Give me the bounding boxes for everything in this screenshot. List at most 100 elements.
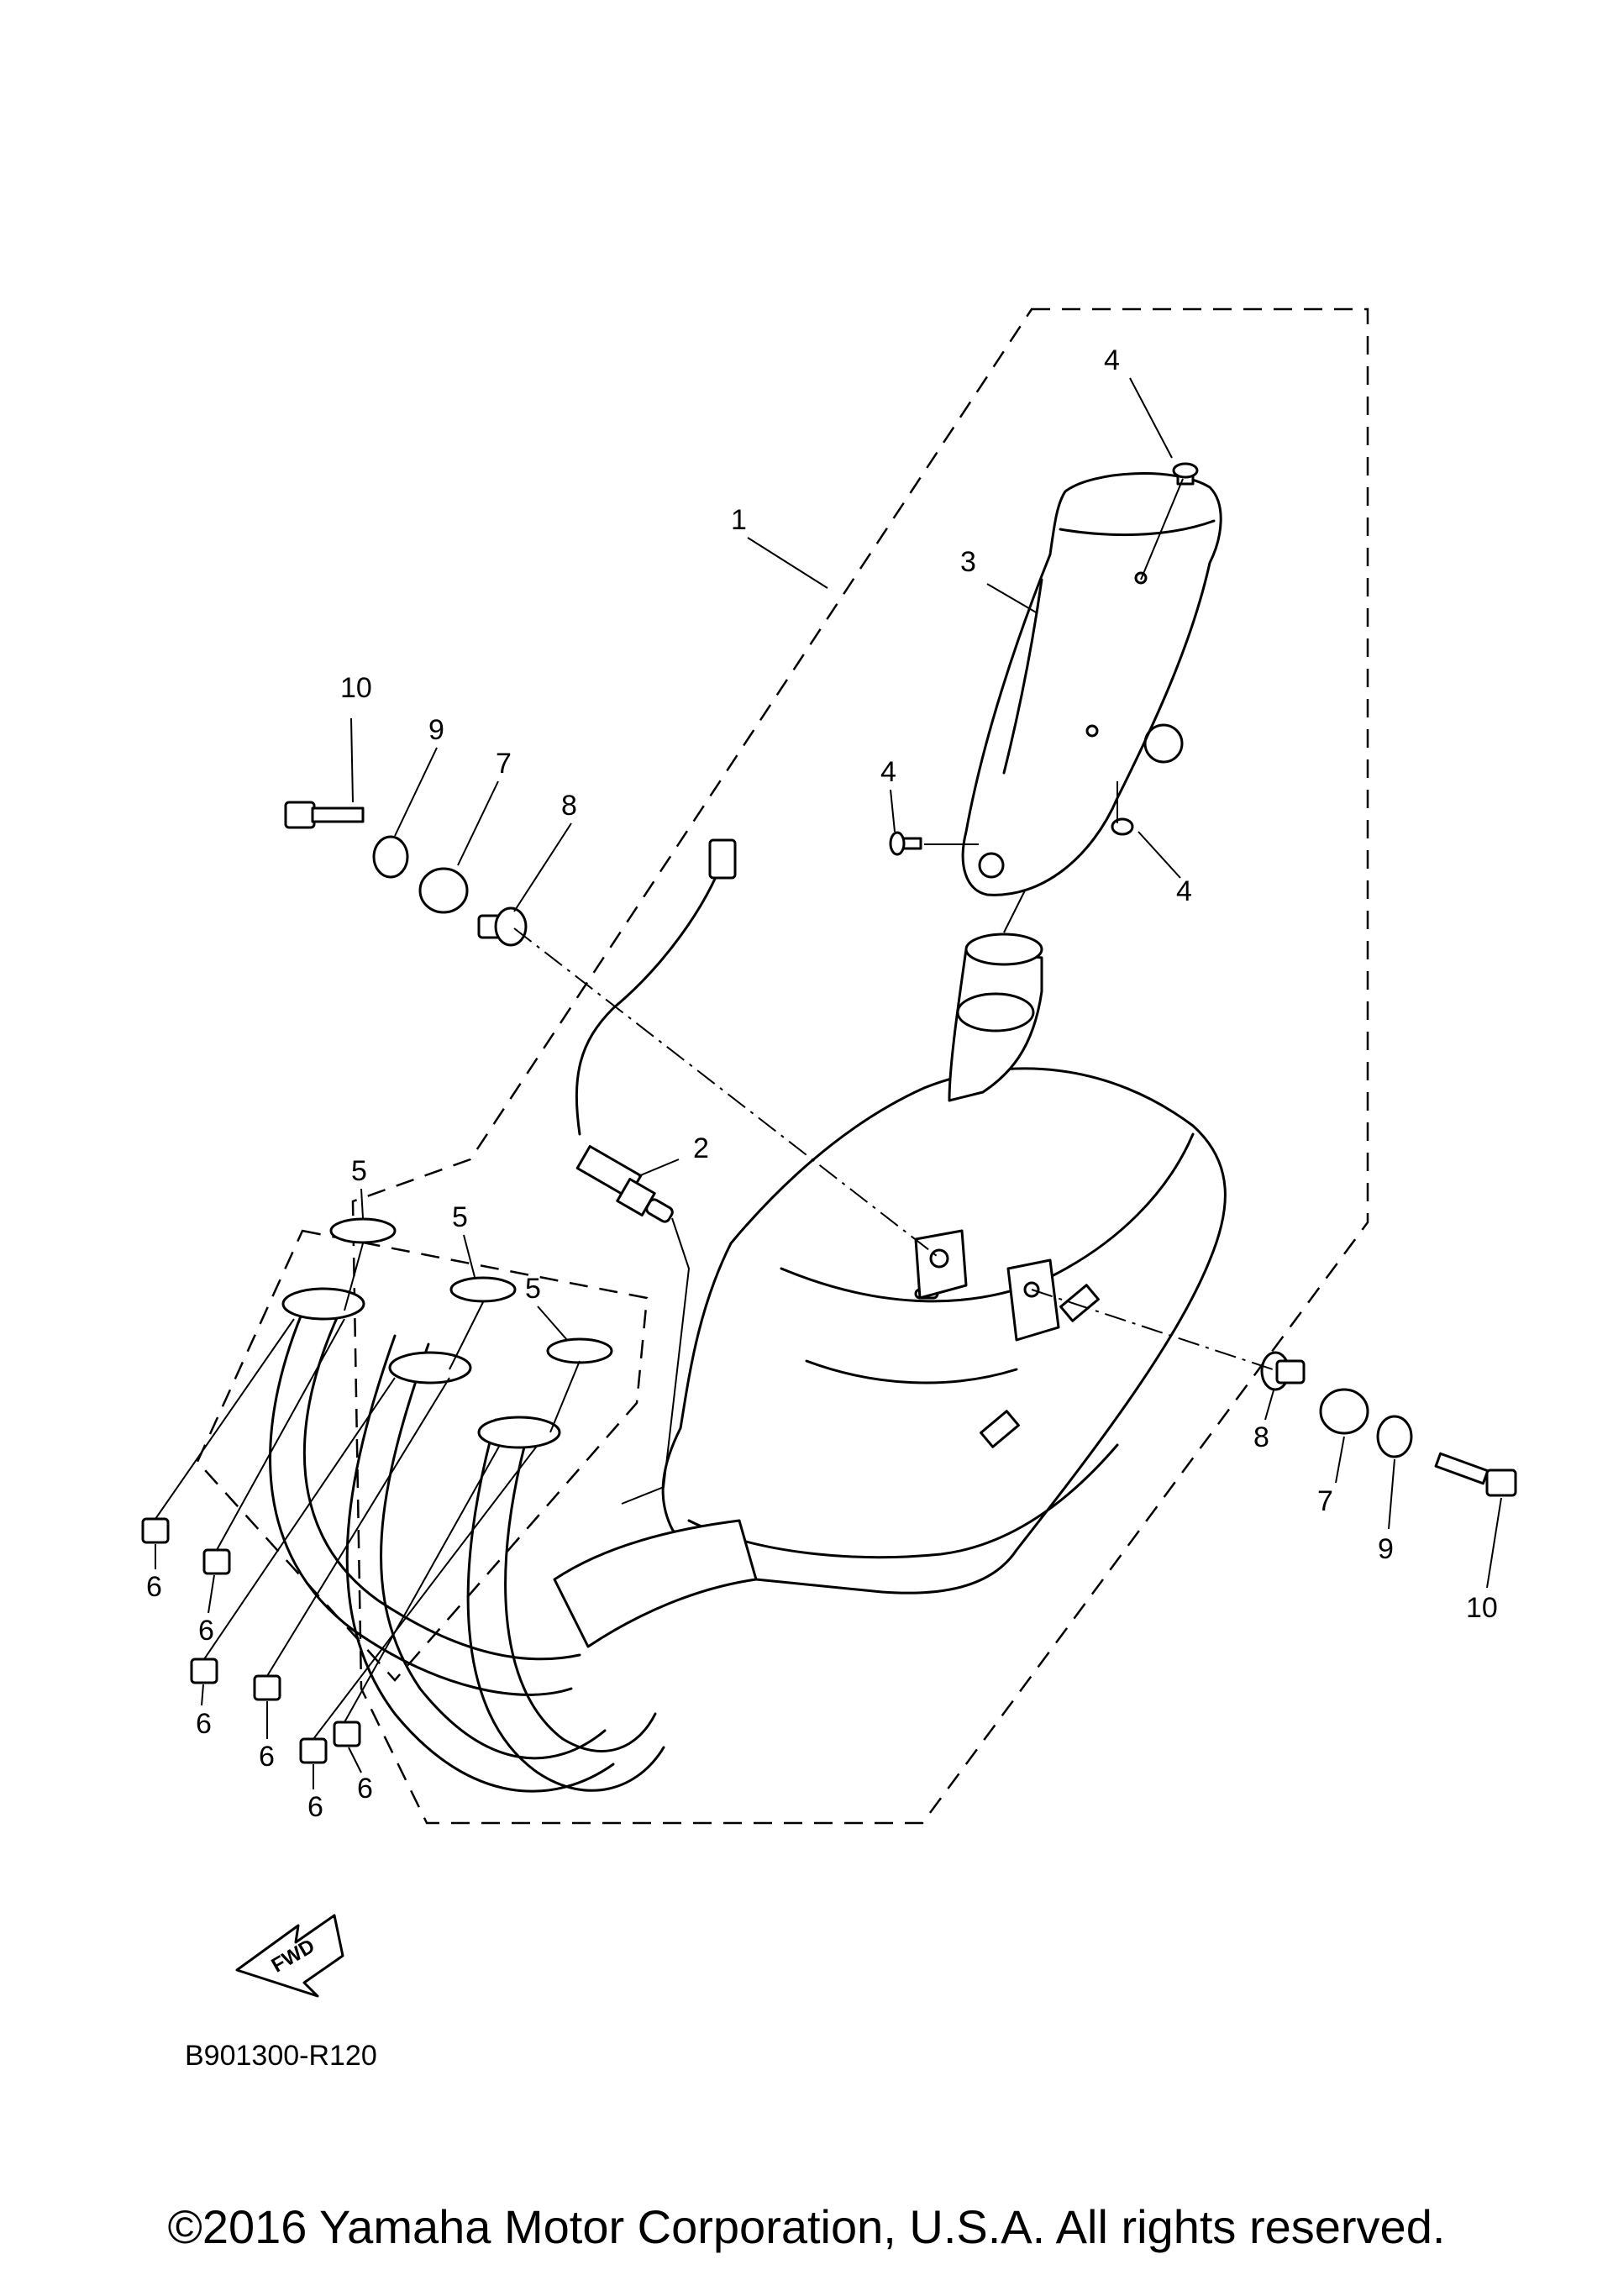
callout-7-right: 7 <box>1317 1485 1333 1517</box>
heat-protector-hole-2 <box>1085 724 1099 738</box>
nut-3-icon <box>190 1658 218 1684</box>
callout-9-right: 9 <box>1378 1533 1394 1565</box>
callout-5-b: 5 <box>452 1201 468 1233</box>
forward-arrow-icon: FWD <box>235 1914 344 1998</box>
outlet-clamp <box>956 992 1035 1032</box>
nut-axis-1 <box>155 1318 295 1520</box>
diagram-reference-code: B901300-R120 <box>185 2040 377 2072</box>
screw-right-icon <box>1111 817 1134 836</box>
muffler-vent-2 <box>980 1410 1020 1448</box>
sensor-axis <box>621 1217 691 1505</box>
collar-left-icon <box>477 906 528 947</box>
callout-7-left: 7 <box>496 748 512 780</box>
callout-4-left: 4 <box>880 756 896 788</box>
nut-6-icon <box>333 1721 361 1747</box>
nut-5-icon <box>299 1737 328 1764</box>
nut-axis-5 <box>344 1444 501 1723</box>
callouts: 1 2 3 4 4 4 5 5 5 6 6 6 6 6 6 7 7 8 8 9 … <box>146 344 1498 1823</box>
pipe-2 <box>345 1334 615 1793</box>
right-bolt-axis <box>1031 1289 1274 1370</box>
callout-2: 2 <box>693 1132 709 1164</box>
collector-pipe <box>553 1519 758 1648</box>
alignment-lines <box>155 478 1274 1740</box>
gasket-2-icon <box>449 1276 517 1303</box>
pipe-2-flange <box>388 1351 472 1384</box>
assembly-boundaries <box>196 307 1369 1825</box>
gasket-axis-3 <box>549 1360 581 1433</box>
rear-bracket <box>1006 1258 1060 1342</box>
heat-protector-hole-1 <box>1134 571 1148 585</box>
callout-leaders <box>155 377 1502 1789</box>
damper-left-icon <box>418 867 469 914</box>
front-bracket-hole <box>929 1248 949 1269</box>
callout-5-a: 5 <box>351 1155 367 1187</box>
nut-axis-6 <box>313 1444 539 1740</box>
flange-nuts <box>141 1517 361 1764</box>
muffler-outlet <box>948 933 1043 1102</box>
muffler-body <box>661 1067 1227 1595</box>
oxygen-sensor <box>575 838 737 1223</box>
callout-4-top: 4 <box>1104 344 1120 376</box>
gaskets <box>329 1217 613 1364</box>
left-mount-hardware <box>284 801 528 947</box>
collar-right-icon <box>1260 1351 1306 1391</box>
sensor-connector <box>708 838 737 880</box>
gasket-axis-1 <box>344 1243 364 1311</box>
callout-8-left: 8 <box>561 790 577 822</box>
exhaust-pipes <box>269 1287 758 1793</box>
bolt-left-icon <box>284 801 365 829</box>
callout-10-right: 10 <box>1466 1592 1498 1624</box>
muffler-side-panel <box>805 1359 1018 1384</box>
pipe-3-flange <box>477 1416 561 1449</box>
washer-left-icon <box>372 835 409 879</box>
callout-5-c: 5 <box>525 1273 541 1305</box>
gasket-axis-2 <box>449 1301 484 1370</box>
screw-top-icon <box>1172 462 1199 486</box>
outlet-opening <box>964 933 1043 966</box>
muffler <box>661 1067 1227 1595</box>
protector-axis <box>1003 890 1026 933</box>
nut-1-icon <box>141 1517 170 1544</box>
nut-2-icon <box>202 1548 231 1575</box>
callout-6-a: 6 <box>146 1571 162 1603</box>
front-bracket <box>914 1229 968 1300</box>
exhaust-pipe-assembly-boundary <box>196 1229 649 1682</box>
pipe-3 <box>466 1418 665 1792</box>
callout-9-left: 9 <box>428 714 444 746</box>
nut-4-icon <box>253 1674 281 1701</box>
heat-protector-hole-3 <box>1143 723 1184 764</box>
callout-6-d: 6 <box>259 1741 275 1773</box>
callout-6-c: 6 <box>196 1708 212 1740</box>
heat-protector-shell <box>961 472 1222 896</box>
sensor-cable <box>575 855 726 1136</box>
callout-10-left: 10 <box>340 672 372 704</box>
callout-6-e: 6 <box>307 1791 323 1823</box>
washer-right-icon <box>1376 1415 1413 1458</box>
damper-right-icon <box>1319 1388 1369 1435</box>
pipe-2b <box>380 1342 607 1760</box>
gasket-3-icon <box>546 1337 613 1364</box>
sensor-tip <box>645 1198 674 1223</box>
heat-protector-hole-4 <box>978 852 1005 879</box>
right-mount-hardware <box>1260 1351 1517 1497</box>
muffler-assembly-boundary <box>351 307 1369 1825</box>
copyright-notice: ©2016 Yamaha Motor Corporation, U.S.A. A… <box>167 2200 1446 2253</box>
callout-1: 1 <box>731 504 747 536</box>
pipe-1-flange <box>281 1287 365 1321</box>
nut-axis-2 <box>216 1318 345 1551</box>
callout-6-b: 6 <box>198 1615 214 1647</box>
callout-3: 3 <box>960 546 976 578</box>
callout-6-f: 6 <box>357 1773 373 1805</box>
heat-protector-slot <box>1002 578 1043 775</box>
pipe-3b <box>504 1426 657 1752</box>
heat-protector-band <box>1059 519 1216 537</box>
screw-left-icon <box>889 831 922 856</box>
protector-screws <box>889 462 1199 856</box>
rear-bracket-hole <box>1023 1281 1040 1298</box>
bolt-right-icon <box>1434 1452 1517 1497</box>
muffler-vent-1 <box>1059 1284 1100 1322</box>
callout-8-right: 8 <box>1253 1421 1269 1453</box>
gasket-1-icon <box>329 1217 397 1244</box>
muffler-lower-seam <box>687 1443 1119 1559</box>
